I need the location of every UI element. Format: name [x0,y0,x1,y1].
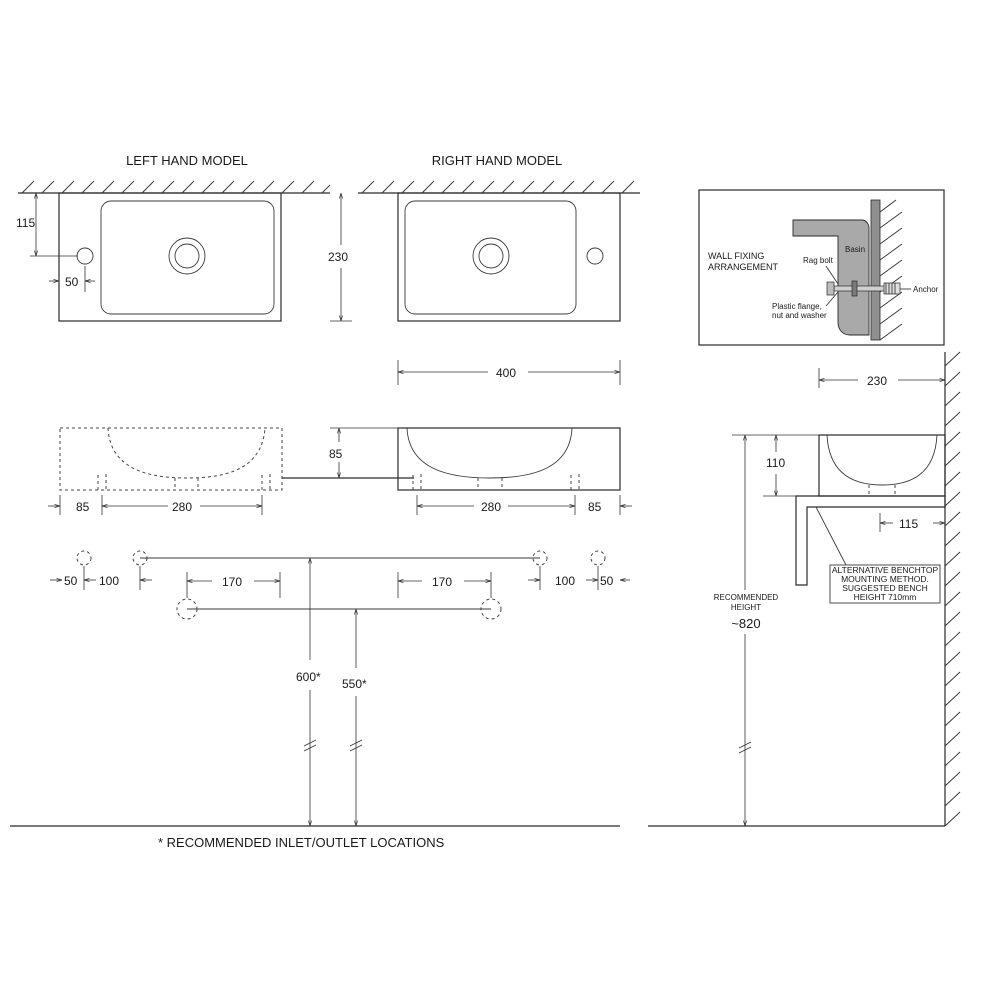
wall-hatch-right [361,180,635,194]
bench-note-line2: MOUNTING METHOD. [841,574,929,584]
bench-note-box [829,564,941,604]
dim-100-inlet-right-label: 100 [555,574,575,588]
right-elevation-view [397,427,621,491]
right-plan-view [358,180,640,322]
left-basin-outline [58,192,282,322]
dim-50-label: 50 [65,275,79,289]
footnote: * RECOMMENDED INLET/OUTLET LOCATIONS [158,835,445,850]
recommended-height-line1: RECOMMENDED [714,593,779,602]
dim-820-label: ~820 [731,616,760,631]
right-model-title: RIGHT HAND MODEL [432,153,563,168]
inset-rag-bolt-label: Rag bolt [803,256,834,265]
dim-85-vertical-label: 85 [329,447,343,461]
left-model-title: LEFT HAND MODEL [126,153,248,168]
inset-basin-label: Basin [845,245,865,254]
inlet-circle-far-left [76,550,92,566]
dim-280-left-label: 280 [172,500,192,514]
inset-flange-label1: Plastic flange, [772,302,822,311]
right-taphole [586,247,604,265]
left-drain-outer [168,237,206,275]
left-bowl-outline [100,200,275,315]
dim-230-label: 230 [328,250,348,264]
dim-85-vertical: 85 [329,427,398,478]
dim-115-side-label: 115 [899,517,918,531]
wall-hatch-left [21,180,331,194]
dim-50-inlet-right-label: 50 [600,574,614,588]
dim-400-label: 400 [496,366,516,380]
inset-wall-hatch [879,199,903,341]
dim-115-label: 115 [16,216,35,230]
wall-fixing-inset: WALL FIXING ARRANGEMENT Basin Rag bolt A… [698,189,945,346]
inset-title-line1: WALL FIXING [708,251,764,261]
dim-85-right-label: 85 [588,500,602,514]
recommended-height-line2: HEIGHT [731,603,761,612]
dim-600-label: 600* [296,670,321,684]
dim-400-horizontal: 400 [397,360,621,385]
bench-note-line3: SUGGESTED BENCH [842,583,928,593]
right-drain-outer [472,237,510,275]
dim-110-label: 110 [766,456,785,470]
right-basin-outline [397,192,621,322]
inset-flange-label2: nut and washer [772,311,827,320]
dim-230-side-label: 230 [867,374,887,388]
inlet-circle-far-right [590,550,606,566]
side-view: 230 110 115 ALTERNATIVE BENCHTOP MOUNTIN… [648,351,961,827]
side-basin-outline [818,434,946,497]
left-plan-view: 115 50 [16,180,331,322]
inset-title-line2: ARRANGEMENT [708,262,779,272]
inlet-circle-right [532,550,548,566]
right-elevation-outline [397,427,621,491]
inset-frame [698,189,945,346]
side-wall-hatch [944,351,961,827]
dim-550-label: 550* [342,677,367,691]
dims-under-left-elevation: 85 280 [48,495,263,515]
bench-note-line1: ALTERNATIVE BENCHTOP [832,565,939,575]
dim-170-left-label: 170 [222,575,242,589]
right-bowl-outline [404,200,577,315]
dim-100-inlet-left-label: 100 [99,574,119,588]
bench-note-line4: HEIGHT 710mm [854,592,917,602]
inlet-outlet-locations: 50 100 170 170 100 50 600* 550* [50,550,630,826]
dim-280-right-label: 280 [481,500,501,514]
dim-85-left-label: 85 [76,500,90,514]
inset-anchor-label: Anchor [913,285,939,294]
dim-50-inlet-left-label: 50 [64,574,78,588]
dim-170-right-label: 170 [432,575,452,589]
dim-230-vertical: 230 [328,193,352,322]
left-drain-inner [174,243,200,269]
inset-basin-section [792,219,870,336]
left-taphole [76,247,94,265]
dims-under-right-elevation: 280 85 [416,495,632,515]
left-elevation-view [59,427,414,491]
right-drain-inner [478,243,504,269]
side-bench [795,495,946,586]
